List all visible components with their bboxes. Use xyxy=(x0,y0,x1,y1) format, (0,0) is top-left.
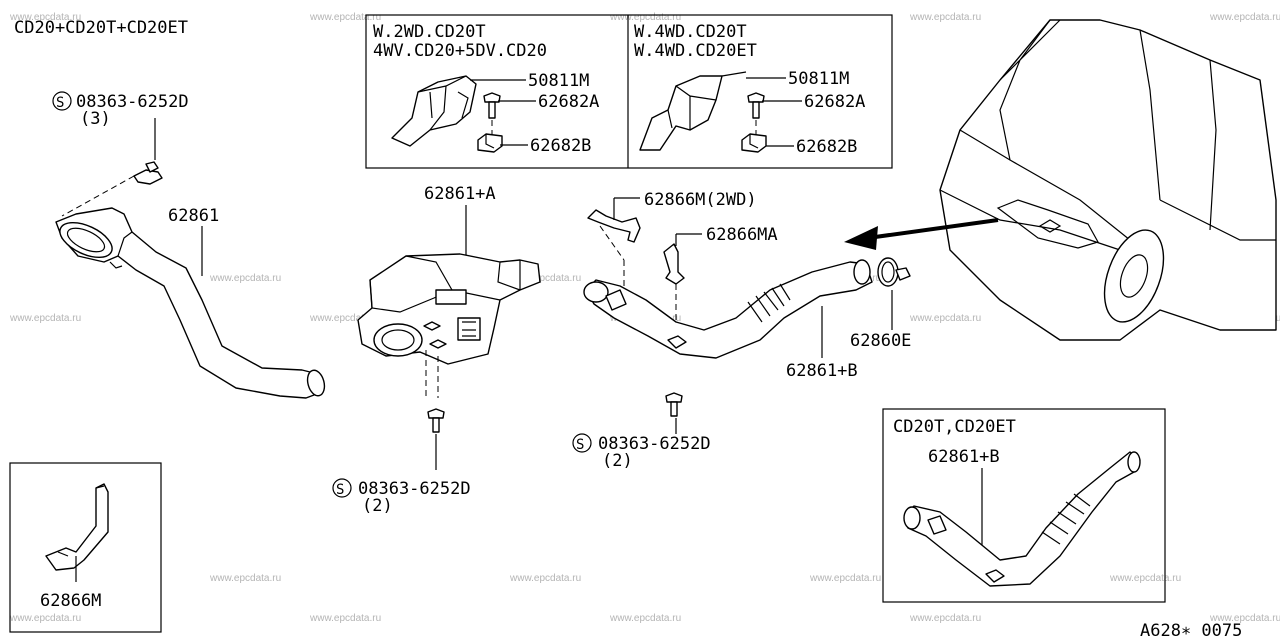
bolt-mid xyxy=(427,408,445,433)
bracket-50811m-left xyxy=(391,75,477,147)
bolt-62682a-left xyxy=(483,92,501,119)
watermark: www.epcdata.ru xyxy=(1109,573,1181,584)
label-62682b-left: 62682B xyxy=(530,136,591,156)
label-bracket-m: 62866M xyxy=(40,591,101,611)
assembly-line xyxy=(599,225,625,261)
watermark: www.epcdata.ru xyxy=(9,12,81,23)
ref-code: A628∗ 0075 xyxy=(1140,621,1242,640)
symbol-s-low: S xyxy=(572,433,592,453)
bracket-50811m-right xyxy=(639,71,747,151)
label-bolt-top-qty: (3) xyxy=(80,109,111,129)
label-62682a-left: 62682A xyxy=(538,92,599,112)
variant-left-title-2: 4WV.CD20+5DV.CD20 xyxy=(373,41,547,61)
watermark: www.epcdata.ru xyxy=(309,313,381,324)
label-clamp: 62860E xyxy=(850,331,911,351)
symbol-s-top: S xyxy=(52,91,72,111)
watermark: www.epcdata.ru xyxy=(309,12,381,23)
inset-cd20t: CD20T,CD20ET 62861+B xyxy=(882,408,1166,603)
watermark: www.epcdata.ru xyxy=(509,573,581,584)
duct-62861b xyxy=(583,259,873,359)
vehicle-illustration xyxy=(939,19,1277,341)
watermark: www.epcdata.ru xyxy=(9,613,81,624)
svg-text:S: S xyxy=(336,482,344,498)
air-box-62861a xyxy=(357,253,541,365)
bolt-low xyxy=(665,392,683,417)
symbol-s-mid: S xyxy=(332,478,352,498)
clip-62682b-right xyxy=(741,133,767,153)
inset-62866m: 62866M xyxy=(9,462,162,633)
variant-box-top: W.2WD.CD20T 4WV.CD20+5DV.CD20 W.4WD.CD20… xyxy=(365,14,893,169)
variant-right-title-2: W.4WD.CD20ET xyxy=(634,41,757,61)
inset-title: CD20T,CD20ET xyxy=(893,417,1016,437)
svg-text:S: S xyxy=(576,437,584,453)
duct-62861 xyxy=(55,207,326,399)
diagram-title: CD20+CD20T+CD20ET xyxy=(14,18,188,38)
variant-box-frame xyxy=(365,14,893,169)
inset-label-62861b: 62861+B xyxy=(928,447,1000,467)
svg-text:S: S xyxy=(56,95,64,111)
bracket-62866ma xyxy=(663,243,685,285)
watermark: www.epcdata.ru xyxy=(9,313,81,324)
watermark: www.epcdata.ru xyxy=(609,12,681,23)
label-bolt-mid: 08363-6252D xyxy=(358,479,471,499)
watermark: www.epcdata.ru xyxy=(1209,613,1280,624)
label-bolt-low: 08363-6252D xyxy=(598,434,711,454)
bolt-62682a-right xyxy=(747,92,765,119)
variant-left-title-1: W.2WD.CD20T xyxy=(373,22,486,42)
label-50811m-left: 50811M xyxy=(528,71,589,91)
watermark: www.epcdata.ru xyxy=(1209,12,1280,23)
bolt-top xyxy=(133,161,163,185)
bracket-62866m-2wd xyxy=(587,209,641,243)
watermark: www.epcdata.ru xyxy=(909,12,981,23)
assembly-line xyxy=(61,175,135,217)
label-bracket-ma: 62866MA xyxy=(706,225,778,245)
watermark: www.epcdata.ru xyxy=(809,573,881,584)
label-duct-62861: 62861 xyxy=(168,206,219,226)
label-bracket-2wd: 62866M(2WD) xyxy=(644,190,757,210)
watermark: www.epcdata.ru xyxy=(909,613,981,624)
watermark: www.epcdata.ru xyxy=(909,313,981,324)
watermark: www.epcdata.ru xyxy=(609,613,681,624)
variant-right-title-1: W.4WD.CD20T xyxy=(634,22,747,42)
label-bolt-mid-qty: (2) xyxy=(362,496,393,516)
label-duct-62861b: 62861+B xyxy=(786,361,858,381)
watermark: www.epcdata.ru xyxy=(209,573,281,584)
label-bolt-low-qty: (2) xyxy=(602,451,633,471)
clamp-62860e xyxy=(877,257,911,287)
label-50811m-right: 50811M xyxy=(788,69,849,89)
clip-62682b-left xyxy=(477,133,503,153)
label-62861a: 62861+A xyxy=(424,184,496,204)
watermark: www.epcdata.ru xyxy=(209,273,281,284)
label-62682b-right: 62682B xyxy=(796,137,857,157)
label-62682a-right: 62682A xyxy=(804,92,865,112)
watermark: www.epcdata.ru xyxy=(309,613,381,624)
pointer-arrow xyxy=(844,218,999,250)
label-bolt-top: 08363-6252D xyxy=(76,92,189,112)
watermark: www.epcdata.ru xyxy=(509,273,581,284)
